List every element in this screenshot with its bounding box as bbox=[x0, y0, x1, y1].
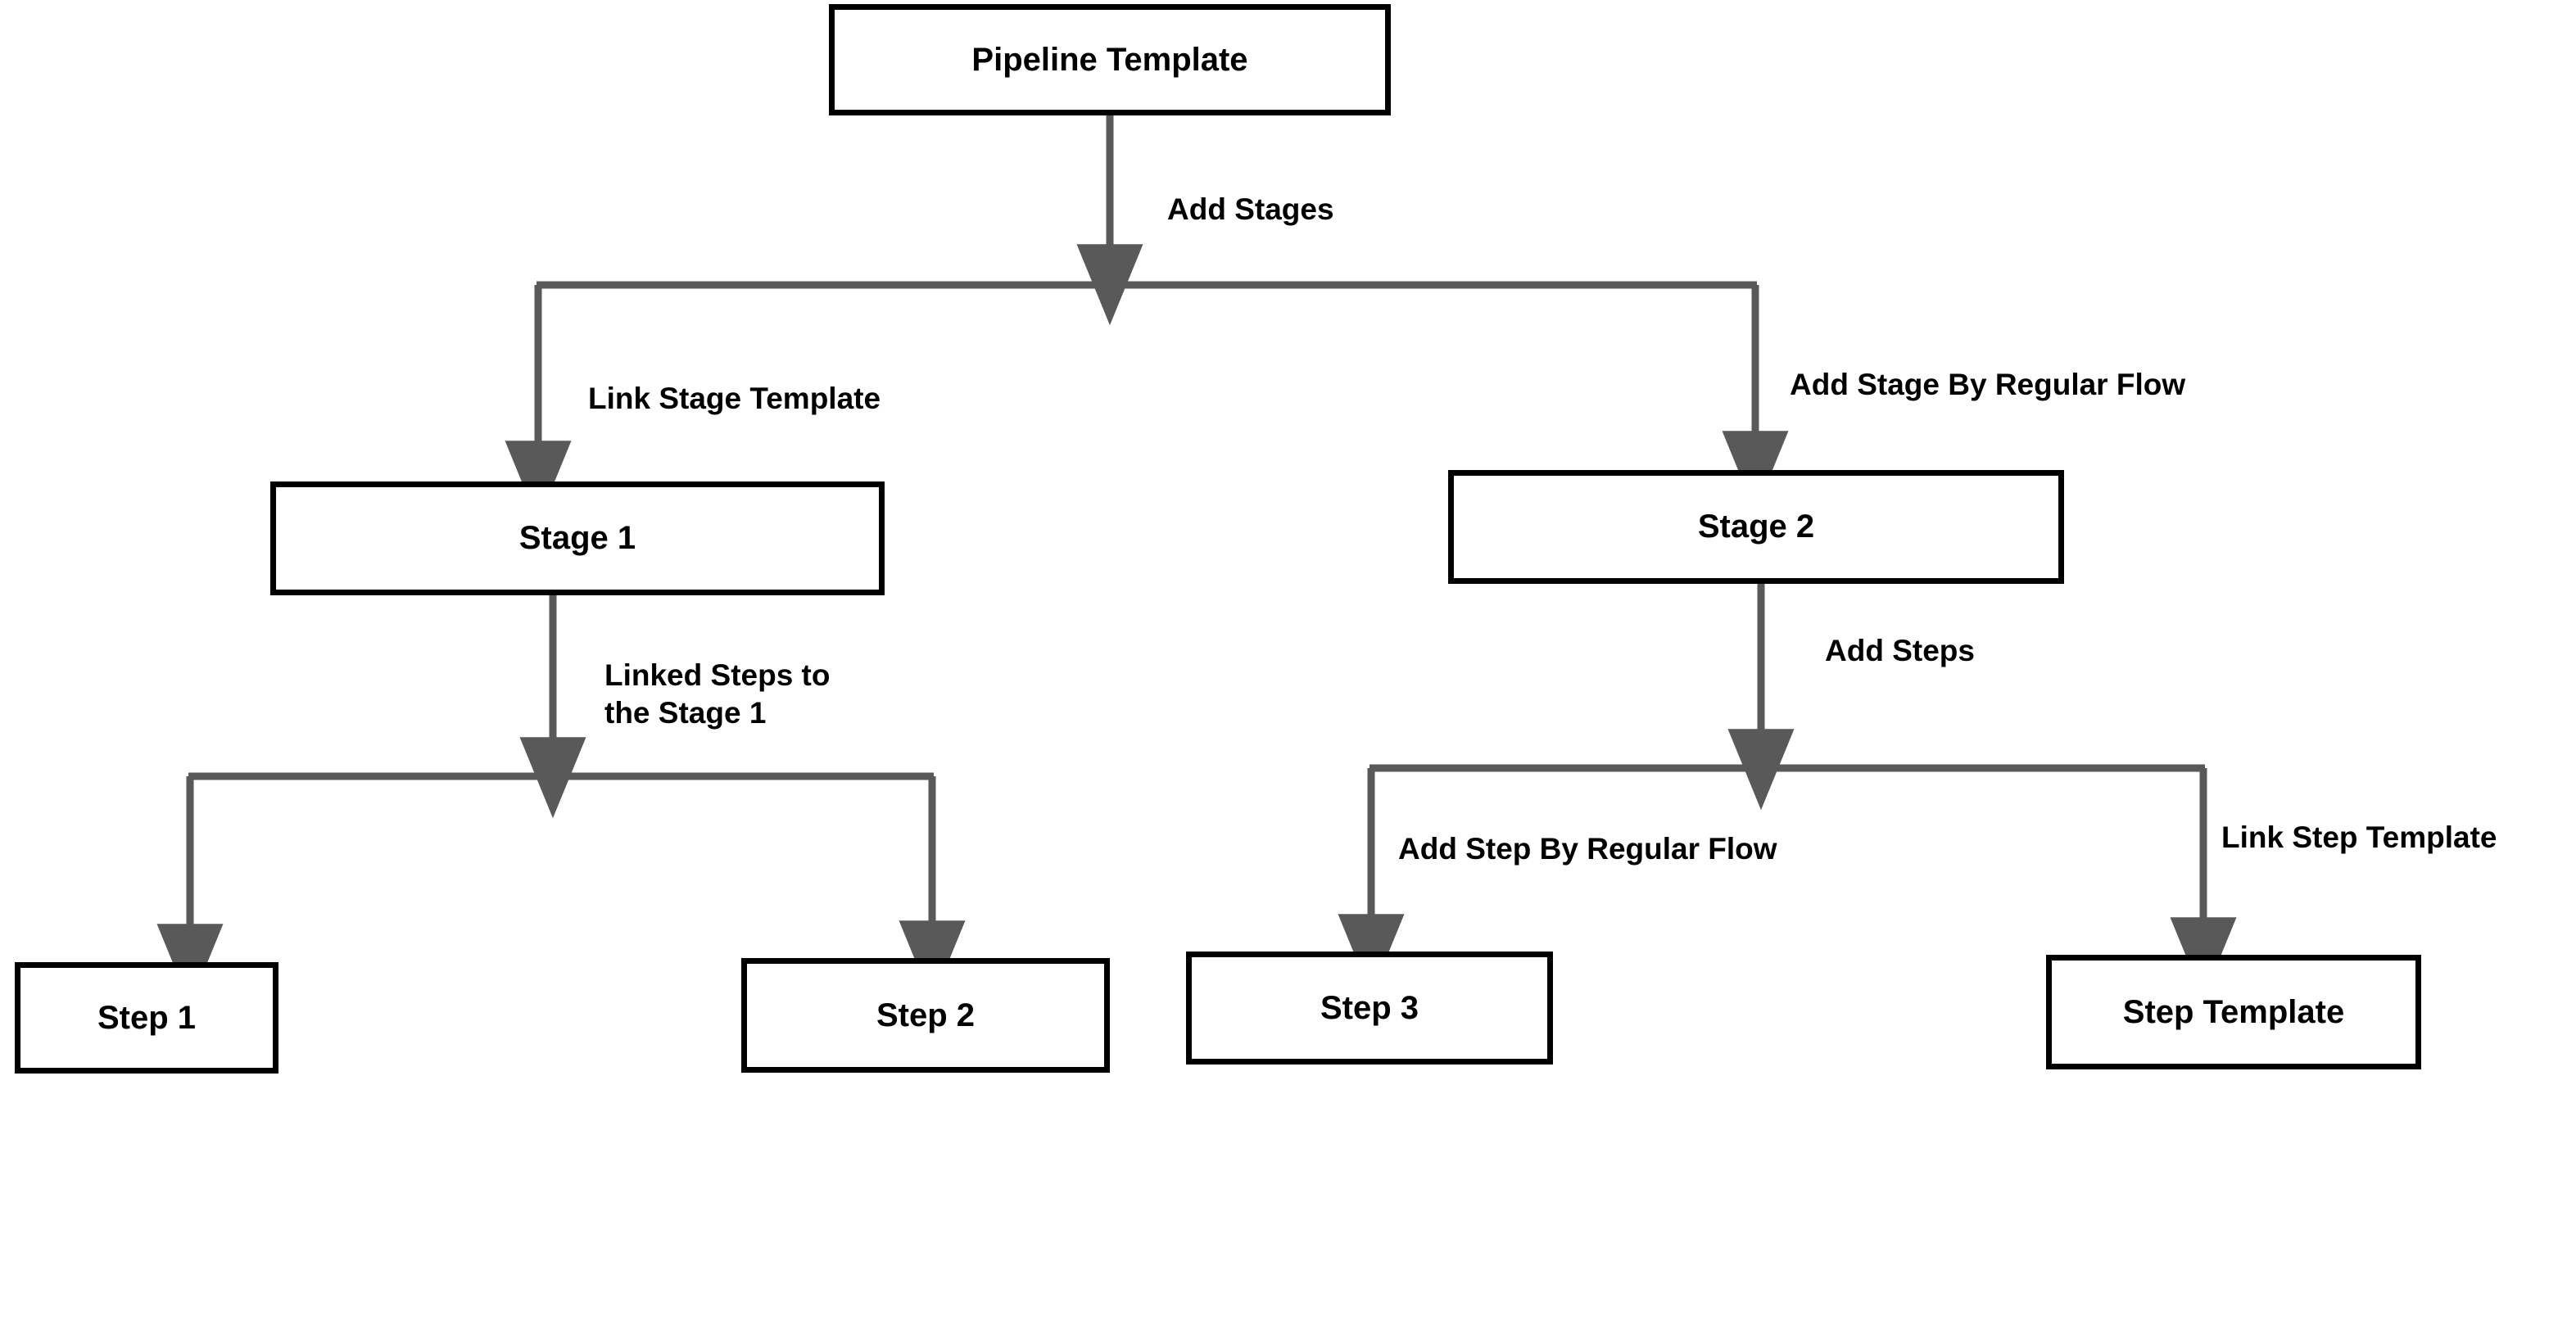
node-step-template-label: Step Template bbox=[2122, 993, 2345, 1030]
edge-label-link-stage-template: Link Stage Template bbox=[588, 382, 881, 415]
edge-label-link-step-template: Link Step Template bbox=[2221, 820, 2497, 854]
edge-label-linked-steps-to-the-stage-1: Linked Steps to the Stage 1 bbox=[604, 658, 831, 730]
edge-label-add-stage-by-regular-flow: Add Stage By Regular Flow bbox=[1790, 368, 2186, 401]
node-stage-2-label: Stage 2 bbox=[1697, 509, 1815, 545]
node-step-2-label: Step 2 bbox=[876, 997, 976, 1033]
node-stage-1-label: Stage 1 bbox=[518, 520, 636, 556]
node-step-1[interactable]: Step 1 bbox=[15, 962, 278, 1074]
edge-label-add-stages: Add Stages bbox=[1167, 192, 1334, 226]
node-step-2[interactable]: Step 2 bbox=[741, 958, 1110, 1073]
node-stage-1[interactable]: Stage 1 bbox=[270, 481, 885, 595]
edge-label-add-step-by-regular-flow: Add Step By Regular Flow bbox=[1398, 832, 1777, 866]
node-stage-2[interactable]: Stage 2 bbox=[1448, 470, 2064, 584]
node-step-template[interactable]: Step Template bbox=[2046, 955, 2421, 1069]
node-pipeline-template[interactable]: Pipeline Template bbox=[829, 4, 1391, 115]
edge-label-add-steps: Add Steps bbox=[1825, 634, 1975, 667]
node-pipeline-template-label: Pipeline Template bbox=[971, 41, 1248, 78]
node-step-3[interactable]: Step 3 bbox=[1186, 952, 1553, 1065]
node-step-1-label: Step 1 bbox=[97, 999, 197, 1036]
node-step-3-label: Step 3 bbox=[1320, 989, 1419, 1026]
